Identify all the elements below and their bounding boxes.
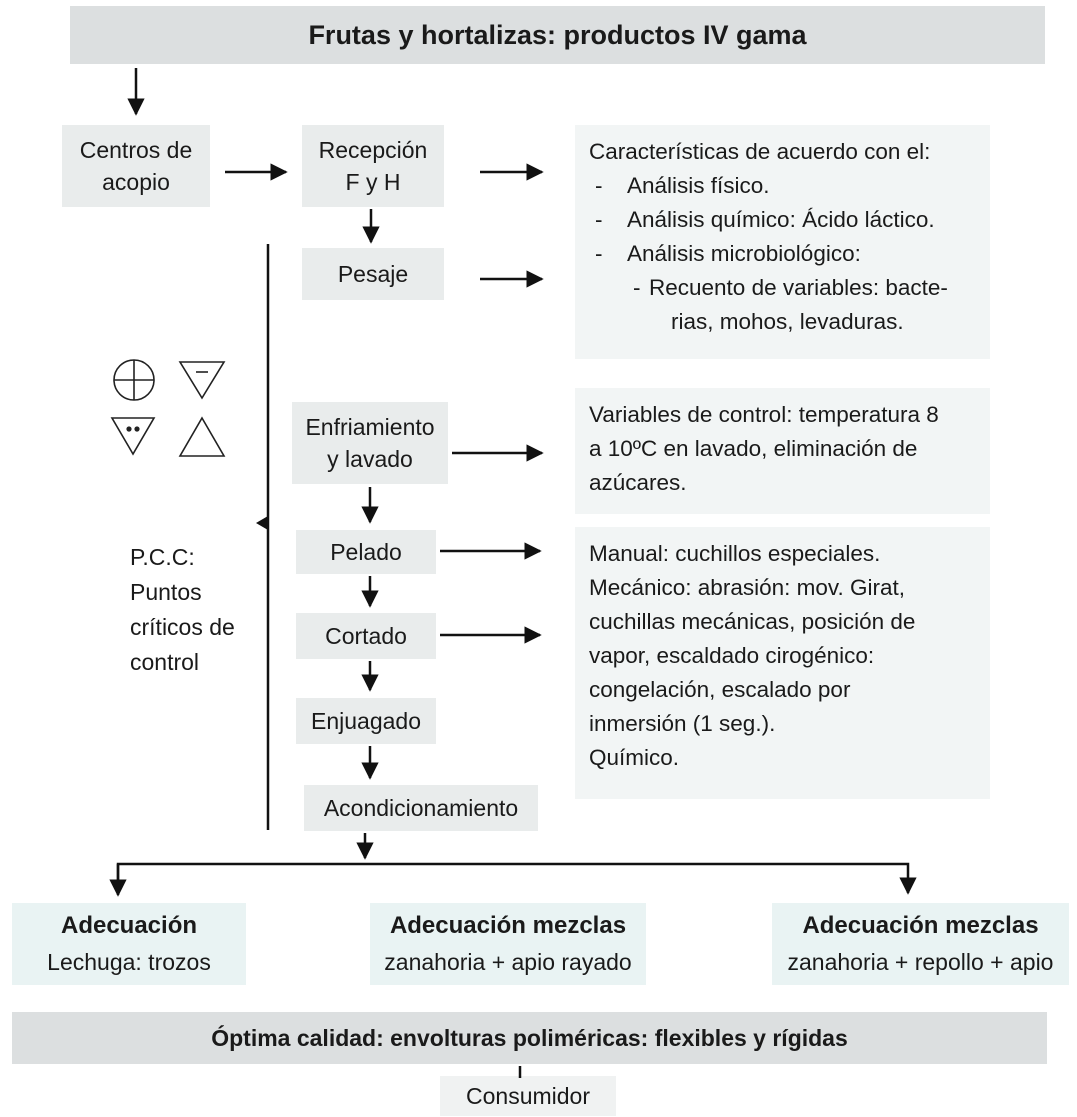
- outcome-text: Lechuga: trozos: [47, 949, 211, 975]
- outcome-title: Adecuación: [60, 912, 198, 939]
- pcc-line: control: [130, 649, 200, 675]
- pcc-line: P.C.C:: [130, 544, 195, 570]
- branch-line: [116, 862, 917, 895]
- consumer-box: Consumidor: [440, 1076, 616, 1116]
- note-line: Variables de control: temperatura 8: [589, 402, 939, 427]
- step-enfriamiento-lavado: Enfriamiento y lavado: [292, 402, 448, 484]
- note-line: Mecánico: abrasión: mov. Girat,: [589, 575, 905, 600]
- quality-text: Óptima calidad: envolturas poliméricas: …: [211, 1024, 848, 1051]
- step-label-line2: F y H: [345, 169, 401, 195]
- note-item: -Análisis químico: Ácido láctico.: [595, 207, 935, 232]
- step-pesaje: Pesaje: [302, 248, 444, 300]
- note-line: vapor, escaldado cirogénico:: [589, 643, 875, 668]
- step-acondicionamiento: Acondicionamiento: [304, 785, 538, 831]
- step-label-line2: acopio: [102, 169, 170, 195]
- pcc-line: Puntos: [130, 579, 202, 605]
- note-item: -Análisis microbiológico:: [595, 241, 861, 266]
- note-line: cuchillas mecánicas, posición de: [589, 609, 916, 634]
- note-line: inmersión (1 seg.).: [589, 711, 776, 736]
- step-pelado: Pelado: [296, 530, 436, 574]
- step-label: Acondicionamiento: [323, 795, 519, 821]
- circle-cross-icon: [113, 359, 155, 401]
- outcome-text: zanahoria + repollo + apio: [787, 949, 1054, 975]
- outcome-title: Adecuación mezclas: [389, 912, 627, 939]
- pcc-label: P.C.C: Puntos críticos de control: [130, 540, 235, 680]
- outcome-adecuacion: Adecuación Lechuga: trozos: [12, 903, 246, 985]
- outcome-adecuacion-mezclas-2: Adecuación mezclas zanahoria + repollo +…: [772, 903, 1069, 985]
- step-label: Pesaje: [337, 261, 409, 287]
- step-enjuagado: Enjuagado: [296, 698, 436, 744]
- note-item: -Análisis físico.: [595, 173, 770, 198]
- outcome-title: Adecuación mezclas: [802, 912, 1039, 939]
- pcc-pointer-icon: [256, 516, 268, 530]
- note-line: Químico.: [589, 745, 680, 770]
- step-recepcion: Recepción F y H: [302, 125, 444, 207]
- note-variables-control: Variables de control: temperatura 8 a 10…: [575, 388, 990, 514]
- note-line: a 10ºC en lavado, eliminación de: [589, 436, 918, 461]
- step-label: Enjuagado: [311, 708, 421, 734]
- triangle-down-dash-icon: [178, 361, 226, 400]
- step-label: Pelado: [330, 539, 402, 565]
- pcc-line: críticos de: [130, 614, 235, 640]
- note-caracteristicas: Características de acuerdo con el: -Anál…: [575, 125, 990, 359]
- note-line: azúcares.: [589, 470, 687, 495]
- note-metodos-pelado-cortado: Manual: cuchillos especiales. Mecánico: …: [575, 527, 990, 799]
- note-line: Manual: cuchillos especiales.: [589, 541, 881, 566]
- step-cortado: Cortado: [296, 613, 436, 659]
- outcome-adecuacion-mezclas-1: Adecuación mezclas zanahoria + apio raya…: [370, 903, 646, 985]
- note-line: congelación, escalado por: [589, 677, 851, 702]
- title-text: Frutas y hortalizas: productos IV gama: [308, 19, 807, 50]
- triangle-down-dots-icon: [110, 417, 156, 456]
- note-subitem: rias, mohos, levaduras.: [671, 309, 904, 334]
- note-subitem: -Recuento de variables: bacte-: [633, 275, 948, 300]
- step-centros-de-acopio: Centros de acopio: [62, 125, 210, 207]
- step-label-line1: Enfriamiento: [305, 414, 435, 440]
- note-heading: Características de acuerdo con el:: [589, 139, 931, 164]
- consumer-label: Consumidor: [466, 1083, 590, 1109]
- diagram-title: Frutas y hortalizas: productos IV gama: [70, 6, 1045, 64]
- step-label: Cortado: [325, 623, 407, 649]
- quality-bar: Óptima calidad: envolturas poliméricas: …: [12, 1012, 1047, 1064]
- step-label-line1: Recepción: [318, 137, 428, 163]
- step-label-line1: Centros de: [79, 137, 193, 163]
- step-label-line2: y lavado: [327, 446, 413, 472]
- triangle-up-icon: [178, 416, 226, 457]
- outcome-text: zanahoria + apio rayado: [384, 949, 632, 975]
